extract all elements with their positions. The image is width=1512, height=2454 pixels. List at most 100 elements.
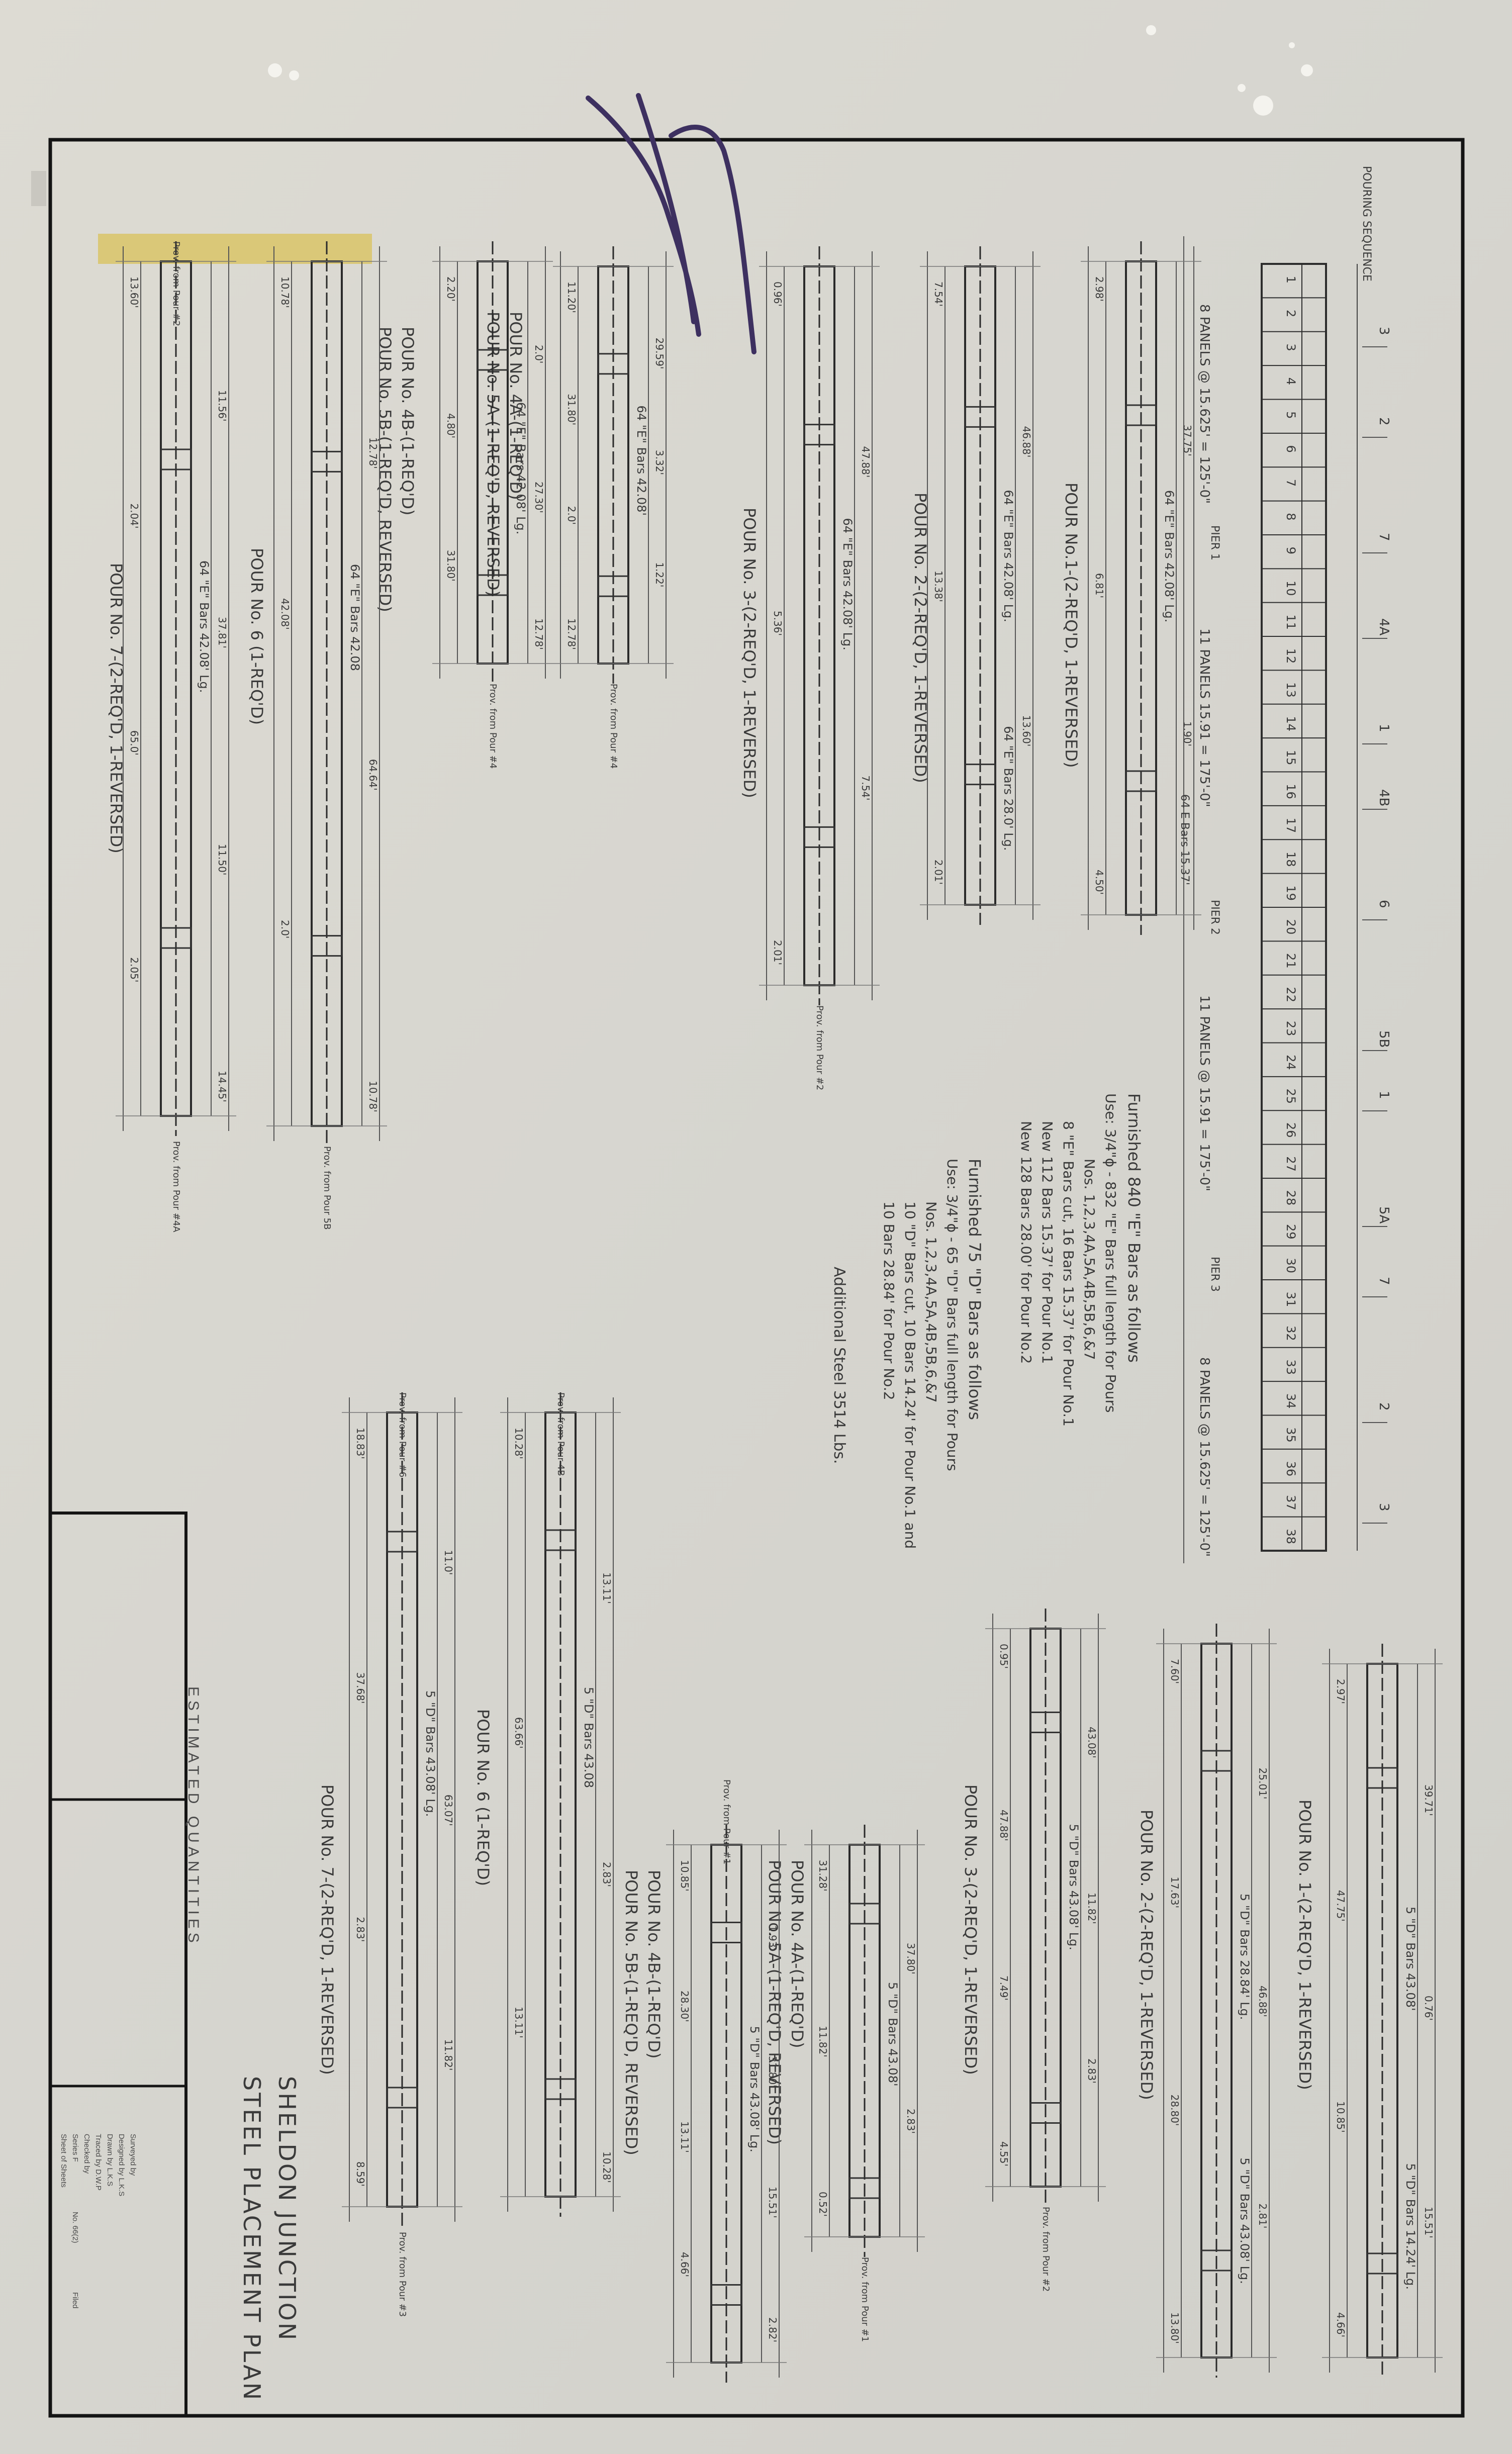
pour-diagram: 5 "D" Bars 43.08' Lg.18.83'11.0'37.68'63…	[318, 1392, 462, 2317]
sequence-mark: 1	[1376, 1091, 1391, 1099]
title-block-fields: Surveyed by Designed by L.K.S Drawn by L…	[59, 2134, 137, 2309]
panel-number: 18	[1284, 852, 1298, 867]
dimension-value: 7.54'	[932, 281, 944, 307]
series: Series F	[71, 2134, 79, 2162]
dimension-value: 2.0'	[279, 920, 291, 938]
lap-provenance-2: Prov. from Pour #3	[397, 2232, 408, 2317]
pour-diagram: 64 "E" Bars 42.08' Lg.64 "E" Bars 28.0' …	[911, 246, 1041, 925]
dimension-value: 2.83'	[905, 2109, 917, 2134]
drawn-by: Drawn by L.K.S	[106, 2134, 114, 2186]
pour-title: POUR No. 3-(2-REQ'D, 1-REVERSED)	[740, 508, 759, 798]
panel-number: 29	[1284, 1224, 1298, 1240]
dimension-value: 0.96'	[772, 281, 784, 307]
pen-scribble	[586, 93, 757, 354]
lap-provenance: Prov. from Pour #2	[1041, 2207, 1051, 2292]
sequence-mark: 6	[1376, 900, 1391, 908]
bar-callout-2: 5 "D" Bars 43.08' Lg.	[1238, 2157, 1252, 2284]
lap-splice	[848, 1903, 881, 1925]
pour-diagram: 64 "E" Bars 42.08' Lg.64 E Bars 15.37'2.…	[1062, 241, 1201, 935]
dimension-value: 2.05'	[128, 957, 140, 982]
bar-callout: 64 "E" Bars 42.08' Lg.	[840, 518, 855, 650]
pour-title-2: POUR No. 5B-(1-REQ'D, REVERSED)	[375, 327, 395, 612]
panel-number: 25	[1284, 1089, 1298, 1104]
dimension-value: 11.50'	[216, 844, 228, 876]
estimated-quantities-label: ESTIMATED QUANTITIES	[185, 1686, 202, 1947]
dimension-value: 11.20'	[565, 281, 578, 313]
sequence-mark: 3	[1376, 327, 1391, 335]
dimension-value: 2.83'	[1086, 2058, 1098, 2084]
lap-splice	[597, 353, 629, 375]
dimension-value: 12.78'	[533, 618, 545, 650]
bar-callout-2: 5 "D" Bars 14.24' Lg.	[1403, 2163, 1418, 2290]
pier-1-label: PIER 1	[1208, 525, 1221, 560]
panel-number: 3	[1284, 343, 1298, 351]
panel-number: 31	[1284, 1292, 1298, 1307]
lap-splice	[1029, 2102, 1062, 2124]
dimension-value: 13.80'	[1169, 2312, 1181, 2344]
lap-splice	[386, 2087, 418, 2109]
lap-splice	[964, 764, 996, 786]
dimension-value: 27.30'	[533, 482, 545, 513]
lap-splice	[964, 406, 996, 428]
dimension-value: 10.85'	[1335, 2101, 1347, 2133]
checked-by: Checked by	[82, 2134, 91, 2174]
lap-splice	[311, 450, 343, 473]
pour-diagram: 64 "E" Bars 42.08' Lg.0.96'47.88'5.36'7.…	[740, 246, 880, 1090]
stamp	[31, 171, 46, 206]
lap-splice	[1125, 404, 1157, 426]
designed-by: Designed by L.K.S	[117, 2134, 126, 2196]
dimension-value: 11.56'	[216, 390, 228, 422]
lap-splice	[1200, 2249, 1233, 2272]
bar-callout: 5 "D" Bars 43.08'	[1403, 1907, 1418, 2011]
dimension-value: 13.11'	[513, 2007, 525, 2038]
dimension-value: 13.11'	[679, 2121, 691, 2153]
dimension-value: 25.01'	[1257, 1768, 1269, 1800]
panel-number: 27	[1284, 1156, 1298, 1172]
dimension-value: 4.66'	[1335, 2312, 1347, 2337]
d-note-line-3: Nos. 1,2,3,4A,5A,4B,5B,6,&7	[923, 1201, 939, 1403]
bar-callout: 64 "E" Bars 42.08' Lg.	[1162, 490, 1176, 622]
panel-number: 12	[1284, 648, 1298, 664]
dimension-value: 2.01'	[772, 940, 784, 965]
panel-number: 38	[1284, 1529, 1298, 1544]
dimension-value: 6.81'	[1093, 573, 1105, 598]
lap-splice	[386, 1531, 418, 1553]
panel-number: 23	[1284, 1021, 1298, 1036]
lap-provenance-2: Prov. from Pour #4A	[171, 1141, 181, 1233]
dimension-value: 7.54'	[860, 776, 872, 801]
panel-number: 37	[1284, 1495, 1298, 1511]
dimension-value: 46.88'	[1257, 1986, 1269, 2017]
dimension-value: 47.75'	[1335, 1890, 1347, 1922]
dimension-value: 10.78'	[279, 276, 291, 308]
dimension-value: 11.0'	[442, 1550, 454, 1575]
panel-number: 8	[1284, 513, 1298, 520]
panel-number: 2	[1284, 310, 1298, 317]
dimension-value: 4.55'	[998, 2141, 1010, 2166]
project-title: SHELDON JUNCTION	[273, 2076, 301, 2342]
sequence-mark: 2	[1376, 417, 1391, 426]
panel-grid: POURING SEQUENCE 12345678910111213141516…	[1183, 166, 1391, 1563]
dimension-value: 28.30'	[679, 1991, 691, 2022]
pour-diagram: 5 "D" Bars 28.84' Lg. 5 "D" Bars 43.08' L…	[1137, 1624, 1277, 2378]
bar-callout: 5 "D" Bars 43.08' Lg.	[423, 1690, 437, 1817]
lap-provenance: Prov. from Pour #1	[860, 2257, 870, 2342]
dimension-value: 2.01'	[932, 860, 944, 885]
sequence-mark: 1	[1376, 724, 1391, 732]
bar-callout: 64 "E" Bars 42.08'	[634, 406, 648, 516]
d-note-line-4: 10 "D" Bars cut, 10 Bars 14.24' for Pour…	[902, 1201, 918, 1549]
pour-diagram: 5 "D" Bars 43.08'31.28'37.80'11.82'2.83'…	[765, 1825, 925, 2342]
lap-splice	[1366, 2252, 1398, 2275]
bar-callout: 64 "E" Bars 42.08	[348, 564, 362, 671]
lap-splice	[803, 424, 835, 446]
panel-number: 6	[1284, 445, 1298, 453]
sheet-border	[48, 138, 1465, 2418]
bar-callout: 5 "D" Bars 28.84' Lg.	[1238, 1894, 1252, 2020]
panel-number: 1	[1284, 276, 1298, 284]
dimension-value: 5.36'	[772, 611, 784, 636]
dimension-value: 2.83'	[354, 1917, 366, 1942]
dimension-value: 47.88'	[998, 1810, 1010, 1841]
e-note-line-4: 8 "E" Bars cut, 16 Bars 15.37' for Pour …	[1060, 1121, 1077, 1427]
plan-title: STEEL PLACEMENT PLAN	[238, 2076, 265, 2402]
sheet-of: Sheet of Sheets	[59, 2134, 68, 2188]
dimension-value: 11.82'	[1086, 1893, 1098, 1924]
